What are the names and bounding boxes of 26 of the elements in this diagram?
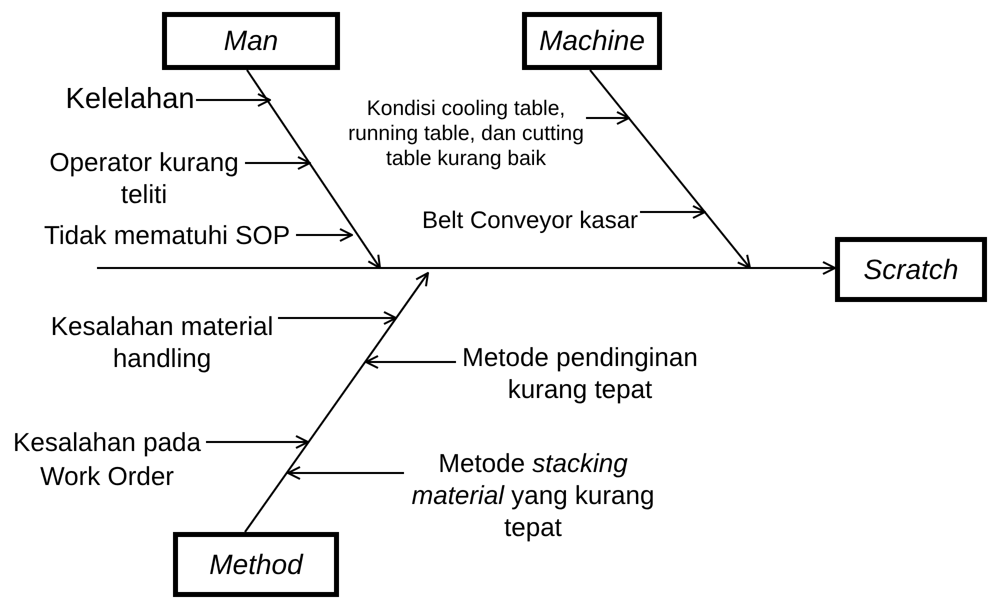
cause-text: Belt Conveyor kasar xyxy=(420,206,640,236)
cause-text: Tidak mematuhi SOP xyxy=(38,219,296,251)
cause-arrow xyxy=(586,111,630,125)
cause-text: Metode pendinginan kurang tepat xyxy=(456,341,704,405)
category-box: Method xyxy=(173,532,339,597)
cause-text: Kesalahan material handling xyxy=(46,310,278,374)
cause-text: Kesalahan pada Work Order xyxy=(8,425,206,493)
category-box: Machine xyxy=(522,12,662,70)
cause-arrow xyxy=(278,311,397,325)
bone-arrow xyxy=(589,69,751,269)
cause-arrow xyxy=(640,205,706,219)
cause-arrow xyxy=(245,156,311,170)
cause-text: Metode stacking material yang kurang tepat xyxy=(404,447,662,543)
effect-box: Scratch xyxy=(835,237,987,302)
cause-text: Kondisi cooling table, running table, dan cutting table kurang baik xyxy=(346,96,586,171)
cause-arrow xyxy=(296,228,353,242)
cause-arrow xyxy=(196,93,271,107)
cause-arrow xyxy=(206,435,309,449)
bone-arrow xyxy=(244,272,429,533)
category-box: Man xyxy=(162,12,340,70)
bone-arrow xyxy=(246,69,381,269)
cause-text: Operator kurang teliti xyxy=(43,146,245,210)
spine-arrow xyxy=(97,261,836,275)
cause-arrow xyxy=(287,466,404,480)
cause-text: Kelelahan xyxy=(64,82,196,116)
cause-arrow xyxy=(365,355,456,369)
